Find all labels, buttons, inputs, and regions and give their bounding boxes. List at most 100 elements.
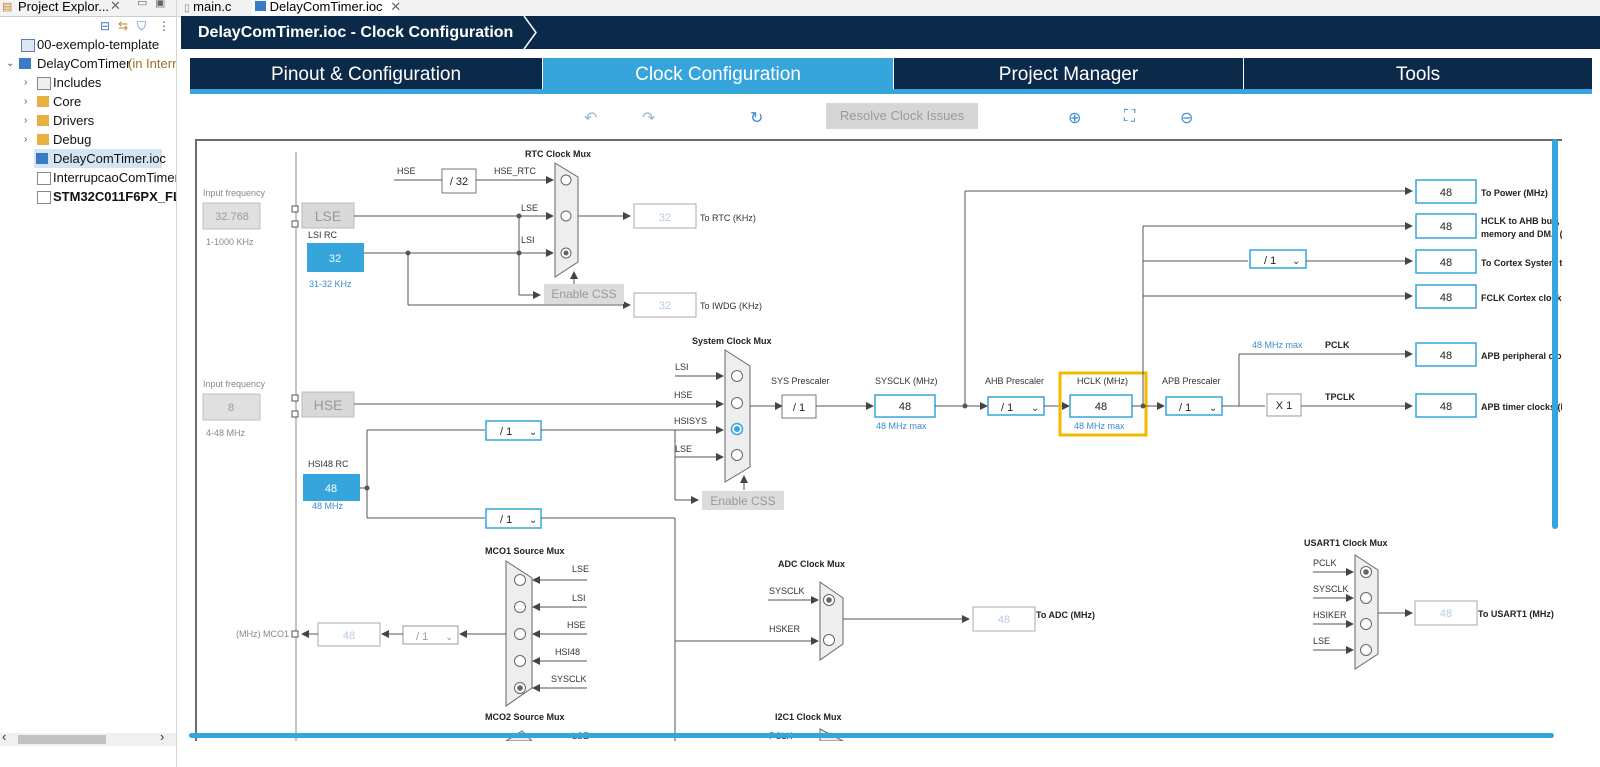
lse-frequency-value[interactable]: 32.768 <box>215 211 249 223</box>
mco1-radio-hsi48[interactable] <box>514 655 526 667</box>
usart1-radio-hsiker[interactable] <box>1360 618 1372 630</box>
close-icon[interactable]: ✕ <box>110 0 121 13</box>
mco1-divider-select[interactable] <box>402 625 459 645</box>
output-cortex-timer-value[interactable]: 48 <box>1440 257 1452 269</box>
sys-enable-css-button[interactable] <box>702 491 784 510</box>
adc-mux-radio-hsker[interactable] <box>823 634 835 646</box>
tree-item-linker-script[interactable]: STM32C011F6PX_FL <box>0 187 176 206</box>
output-hclk-ahb-value[interactable]: 48 <box>1440 221 1452 233</box>
hclk-value[interactable]: 48 <box>1095 401 1107 413</box>
output-cortex-timer-field[interactable] <box>1415 249 1477 274</box>
system-clock-mux[interactable] <box>724 349 751 483</box>
lse-oscillator-box[interactable] <box>301 202 355 229</box>
explorer-horizontal-scrollbar[interactable]: ‹ › <box>0 729 176 746</box>
chevron-right-icon[interactable]: › <box>24 134 28 145</box>
usart1-radio-sysclk[interactable] <box>1360 592 1372 604</box>
usart1-radio-lse[interactable] <box>1360 644 1372 656</box>
zoom-out-icon[interactable]: ⊖ <box>1180 110 1194 127</box>
chevron-down-icon[interactable]: ⌄ <box>1031 403 1039 414</box>
sys-prescaler-value[interactable]: / 1 <box>793 402 805 414</box>
fit-screen-icon[interactable]: ⛶ <box>1124 108 1136 125</box>
tab-pinout-configuration[interactable]: Pinout & Configuration <box>190 58 542 89</box>
output-apb-peripheral-value[interactable]: 48 <box>1440 350 1452 362</box>
tab-project-manager[interactable]: Project Manager <box>894 58 1243 89</box>
sys-mux-radio-hse[interactable] <box>731 397 743 409</box>
hse-frequency-value[interactable]: 8 <box>228 402 234 414</box>
editor-tab-ioc[interactable]: DelayComTimer.ioc ✕ <box>252 0 402 16</box>
chevron-down-icon[interactable]: ⌄ <box>529 515 537 526</box>
undo-icon[interactable]: ↶ <box>584 110 598 127</box>
usart1-clock-mux[interactable] <box>1354 554 1379 670</box>
hsiker-divider-value[interactable]: / 1 <box>500 514 512 526</box>
rtc-enable-css-label[interactable]: Enable CSS <box>551 287 616 301</box>
rtc-mux-radio-hse[interactable] <box>560 174 572 186</box>
lse-input-frequency-field[interactable] <box>202 202 261 230</box>
rtc-enable-css-button[interactable] <box>544 284 624 304</box>
chevron-down-icon[interactable]: ⌄ <box>6 58 15 69</box>
redo-icon[interactable]: ↷ <box>642 110 656 127</box>
mco1-radio-lse[interactable] <box>514 574 526 586</box>
canvas-vertical-scrollbar[interactable] <box>1552 139 1558 529</box>
output-fclk-field[interactable] <box>1415 284 1477 309</box>
sys-enable-css-label[interactable]: Enable CSS <box>710 494 775 508</box>
sys-mux-radio-lse[interactable] <box>731 449 743 461</box>
link-editor-icon[interactable]: ⇆ <box>118 19 129 33</box>
clock-diagram-canvas[interactable]: RTC Clock Mux Input frequency 32.768 1-1… <box>195 139 1562 741</box>
mco1-radio-hse[interactable] <box>514 628 526 640</box>
collapse-all-icon[interactable]: ⊟ <box>100 19 111 33</box>
rtc-mux-radio-lse[interactable] <box>560 210 572 222</box>
output-hclk-ahb-field[interactable] <box>1415 213 1477 239</box>
scroll-thumb[interactable] <box>18 735 106 744</box>
tree-item-debug[interactable]: › Debug <box>24 132 92 147</box>
tree-item-00-exemplo-template[interactable]: 00-exemplo-template <box>0 35 176 54</box>
zoom-in-icon[interactable]: ⊕ <box>1068 110 1082 127</box>
mco1-radio-lsi[interactable] <box>514 601 526 613</box>
adc-clock-mux[interactable] <box>819 581 844 661</box>
tree-item-includes[interactable]: › Includes <box>24 75 102 90</box>
hse-oscillator-box[interactable] <box>301 391 355 418</box>
hse-rtc-divider[interactable] <box>441 168 477 194</box>
refresh-icon[interactable]: ↻ <box>750 110 764 127</box>
chevron-right-icon[interactable]: › <box>24 96 28 107</box>
hsi48-rc-box[interactable] <box>303 474 360 501</box>
close-icon[interactable]: ✕ <box>390 0 402 14</box>
hsisys-divider-value[interactable]: / 1 <box>500 426 512 438</box>
output-apb-peripheral-field[interactable] <box>1415 342 1477 367</box>
mco1-divider-value[interactable]: / 1 <box>416 631 428 643</box>
view-menu-icon[interactable]: ⋮ <box>158 19 170 33</box>
chevron-down-icon[interactable]: ⌄ <box>1292 256 1300 267</box>
canvas-horizontal-scrollbar[interactable] <box>189 733 1554 738</box>
sysclk-value[interactable]: 48 <box>899 401 911 413</box>
chevron-left-icon[interactable]: ‹ <box>2 729 7 744</box>
chevron-down-icon[interactable]: ⌄ <box>529 427 537 438</box>
chevron-right-icon[interactable]: › <box>24 77 28 88</box>
apb-prescaler-value[interactable]: / 1 <box>1179 402 1191 414</box>
output-power-value[interactable]: 48 <box>1440 187 1452 199</box>
output-apb-timer-value[interactable]: 48 <box>1440 401 1452 413</box>
hse-input-frequency-field[interactable] <box>202 393 261 421</box>
chevron-down-icon[interactable]: ⌄ <box>445 632 453 643</box>
output-apb-timer-field[interactable] <box>1415 393 1477 418</box>
lsi-rc-box[interactable] <box>307 243 364 272</box>
resolve-clock-issues-button[interactable]: Resolve Clock Issues <box>826 103 978 129</box>
cortex-timer-divider-value[interactable]: / 1 <box>1264 255 1276 267</box>
tree-item-delaycomtimer[interactable]: ⌄ DelayComTimer (in Intern <box>6 56 177 71</box>
chevron-right-icon[interactable]: › <box>160 729 165 744</box>
tab-clock-configuration[interactable]: Clock Configuration <box>543 58 893 89</box>
chevron-right-icon[interactable]: › <box>24 115 28 126</box>
ahb-prescaler-value[interactable]: / 1 <box>1001 402 1013 414</box>
sys-mux-radio-lsi[interactable] <box>731 370 743 382</box>
chevron-down-icon[interactable]: ⌄ <box>1209 403 1217 414</box>
filter-icon[interactable]: ⛉ <box>137 19 147 33</box>
project-explorer-tab[interactable]: ▤ Project Explor... ✕ ▭ ▣ <box>0 0 176 17</box>
tree-item-interrupcaocomtimer[interactable]: InterrupcaoComTimer <box>0 168 176 187</box>
tab-tools[interactable]: Tools <box>1244 58 1592 89</box>
tree-item-core[interactable]: › Core <box>24 94 82 109</box>
editor-tab-main-c[interactable]: ▯ main.c <box>184 0 232 14</box>
maximize-icon[interactable]: ▣ <box>155 0 166 9</box>
cortex-timer-divider-select[interactable] <box>1249 249 1307 269</box>
output-fclk-value[interactable]: 48 <box>1440 292 1452 304</box>
tree-item-delaycomtimer-ioc[interactable]: DelayComTimer.ioc <box>34 149 166 168</box>
hse-rtc-divider-value[interactable]: / 32 <box>450 176 468 188</box>
output-power-field[interactable] <box>1415 179 1477 204</box>
